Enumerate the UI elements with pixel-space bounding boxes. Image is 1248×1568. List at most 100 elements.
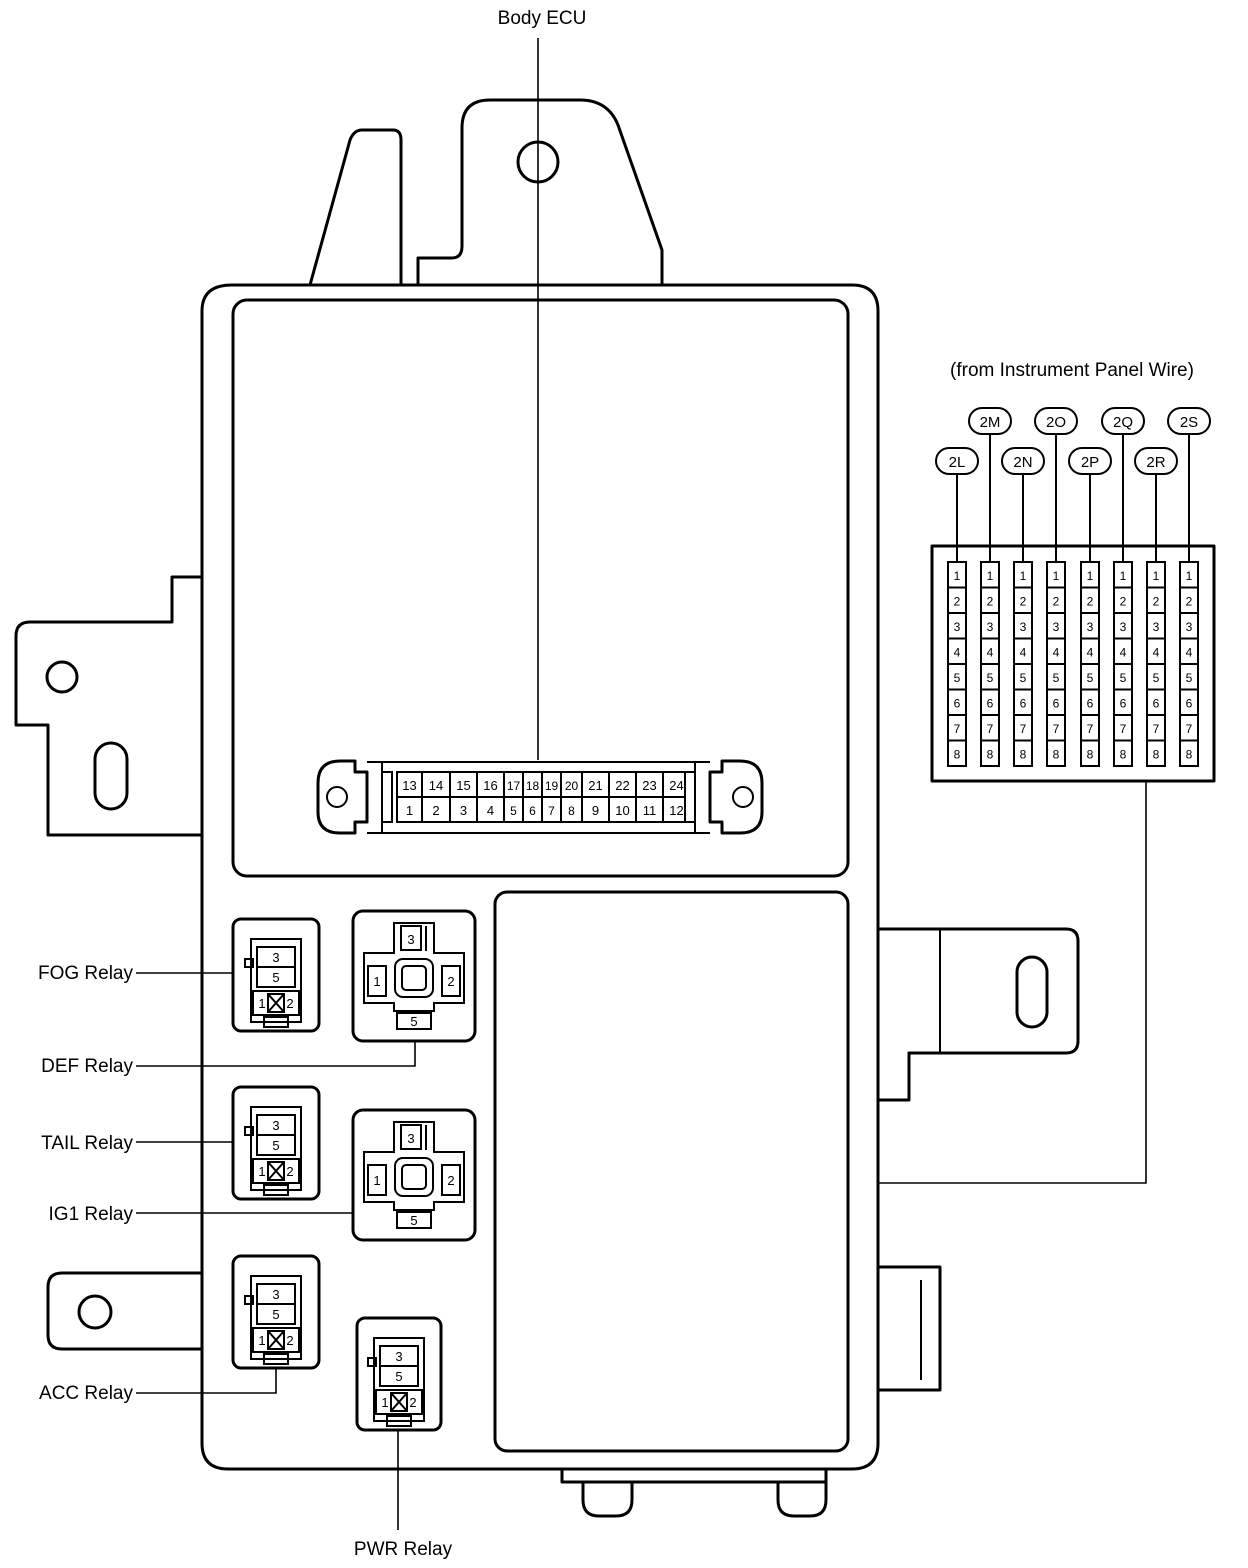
connector-code: 2N xyxy=(1013,454,1032,471)
relay-outline xyxy=(355,1316,443,1432)
tail-relay-label: TAIL Relay xyxy=(41,1133,133,1154)
terminal-5-box xyxy=(256,1134,296,1156)
ecu-pin: 16 xyxy=(483,778,497,793)
relay-housing xyxy=(250,1106,302,1191)
terminal-row xyxy=(375,1389,423,1415)
pin-number: 5 xyxy=(1120,671,1127,685)
pin-number: 4 xyxy=(954,646,961,660)
pin-number: 3 xyxy=(954,620,961,634)
pin-number: 1 xyxy=(954,569,961,583)
pin-number: 8 xyxy=(954,748,961,762)
terminal-1-box xyxy=(367,965,387,997)
pin-number: 1 xyxy=(1153,569,1160,583)
pin-number: 6 xyxy=(954,697,961,711)
relay-key xyxy=(244,958,254,968)
terminal-3-box xyxy=(400,925,422,951)
fog-relay-label: FOG Relay xyxy=(38,963,134,984)
pin-number: 6 xyxy=(1087,697,1094,711)
terminal-5: 5 xyxy=(272,1307,279,1322)
connector-code: 2R xyxy=(1146,454,1165,471)
pin-number: 7 xyxy=(1153,722,1160,736)
pin-number: 6 xyxy=(1120,697,1127,711)
pin-number: 2 xyxy=(1053,595,1060,609)
relay-outline xyxy=(351,909,477,1043)
pin-number: 5 xyxy=(954,671,961,685)
ecu-pin: 2 xyxy=(432,803,439,818)
pin-number: 7 xyxy=(954,722,961,736)
unused-terminal-cross xyxy=(390,1392,408,1412)
pin-number: 4 xyxy=(1186,646,1193,660)
ecu-pin: 22 xyxy=(615,778,629,793)
from-instrument-panel-wire-label: (from Instrument Panel Wire) xyxy=(950,360,1194,381)
relay-housing xyxy=(250,938,302,1023)
relay-outline xyxy=(351,1108,477,1242)
pin-number: 3 xyxy=(1087,620,1094,634)
terminal-1: 1 xyxy=(258,1333,265,1348)
pin-number: 5 xyxy=(1053,671,1060,685)
terminal-2-box xyxy=(441,965,461,997)
relay-outline xyxy=(231,1085,321,1201)
terminal-5: 5 xyxy=(395,1369,402,1384)
terminal-row xyxy=(252,1327,300,1353)
ecu-pin: 7 xyxy=(548,804,555,818)
pin-number: 1 xyxy=(1186,569,1193,583)
pin-number: 2 xyxy=(1020,595,1027,609)
unused-terminal xyxy=(267,993,285,1013)
unused-terminal xyxy=(267,1330,285,1350)
pin-number: 6 xyxy=(1020,697,1027,711)
pin-number: 8 xyxy=(1087,748,1094,762)
relay-cross-housing xyxy=(363,1121,465,1211)
terminal-5-box xyxy=(256,1303,296,1325)
terminal-5: 5 xyxy=(272,1138,279,1153)
pin-number: 7 xyxy=(1087,722,1094,736)
terminal-3: 3 xyxy=(272,1118,279,1133)
unused-terminal xyxy=(267,1161,285,1181)
terminal-1-box xyxy=(367,1164,387,1196)
connector-code: 2M xyxy=(980,414,1001,431)
pin-number: 3 xyxy=(1120,620,1127,634)
pin-number: 6 xyxy=(1186,697,1193,711)
pin-number: 4 xyxy=(1020,646,1027,660)
relay-housing xyxy=(373,1337,425,1422)
terminal-1: 1 xyxy=(381,1395,388,1410)
ecu-pin: 3 xyxy=(460,803,467,818)
leader-lines xyxy=(136,38,539,1530)
ecu-pin: 21 xyxy=(588,778,602,793)
unused-terminal-cross xyxy=(267,1330,285,1350)
pwr-relay-label: PWR Relay xyxy=(354,1539,453,1560)
ipw-connector-block: 2L123456782M123456782N123456782O12345678… xyxy=(878,407,1216,1184)
pin-number: 5 xyxy=(987,671,994,685)
ecu-pin: 5 xyxy=(510,804,517,818)
pin-number: 7 xyxy=(1120,722,1127,736)
relay-outline xyxy=(231,1254,321,1370)
pin-number: 6 xyxy=(987,697,994,711)
pin-number: 7 xyxy=(1053,722,1060,736)
relay-cross-housing xyxy=(363,922,465,1012)
connector-code: 2P xyxy=(1081,454,1099,471)
ecu-pin: 20 xyxy=(565,779,579,793)
unused-terminal xyxy=(390,1392,408,1412)
pin-number: 4 xyxy=(1153,646,1160,660)
pin-number: 5 xyxy=(1087,671,1094,685)
def-relay-label: DEF Relay xyxy=(41,1056,133,1077)
pin-number: 1 xyxy=(1020,569,1027,583)
ecu-pin: 14 xyxy=(429,778,443,793)
pin-number: 7 xyxy=(1186,722,1193,736)
pin-number: 2 xyxy=(1087,595,1094,609)
terminal-2: 2 xyxy=(447,974,454,989)
terminal-1: 1 xyxy=(258,1164,265,1179)
center-socket-inner xyxy=(401,965,427,991)
relay-key xyxy=(367,1357,377,1367)
ecu-pin: 18 xyxy=(526,779,540,793)
pin-number: 5 xyxy=(1020,671,1027,685)
pin-number: 3 xyxy=(987,620,994,634)
